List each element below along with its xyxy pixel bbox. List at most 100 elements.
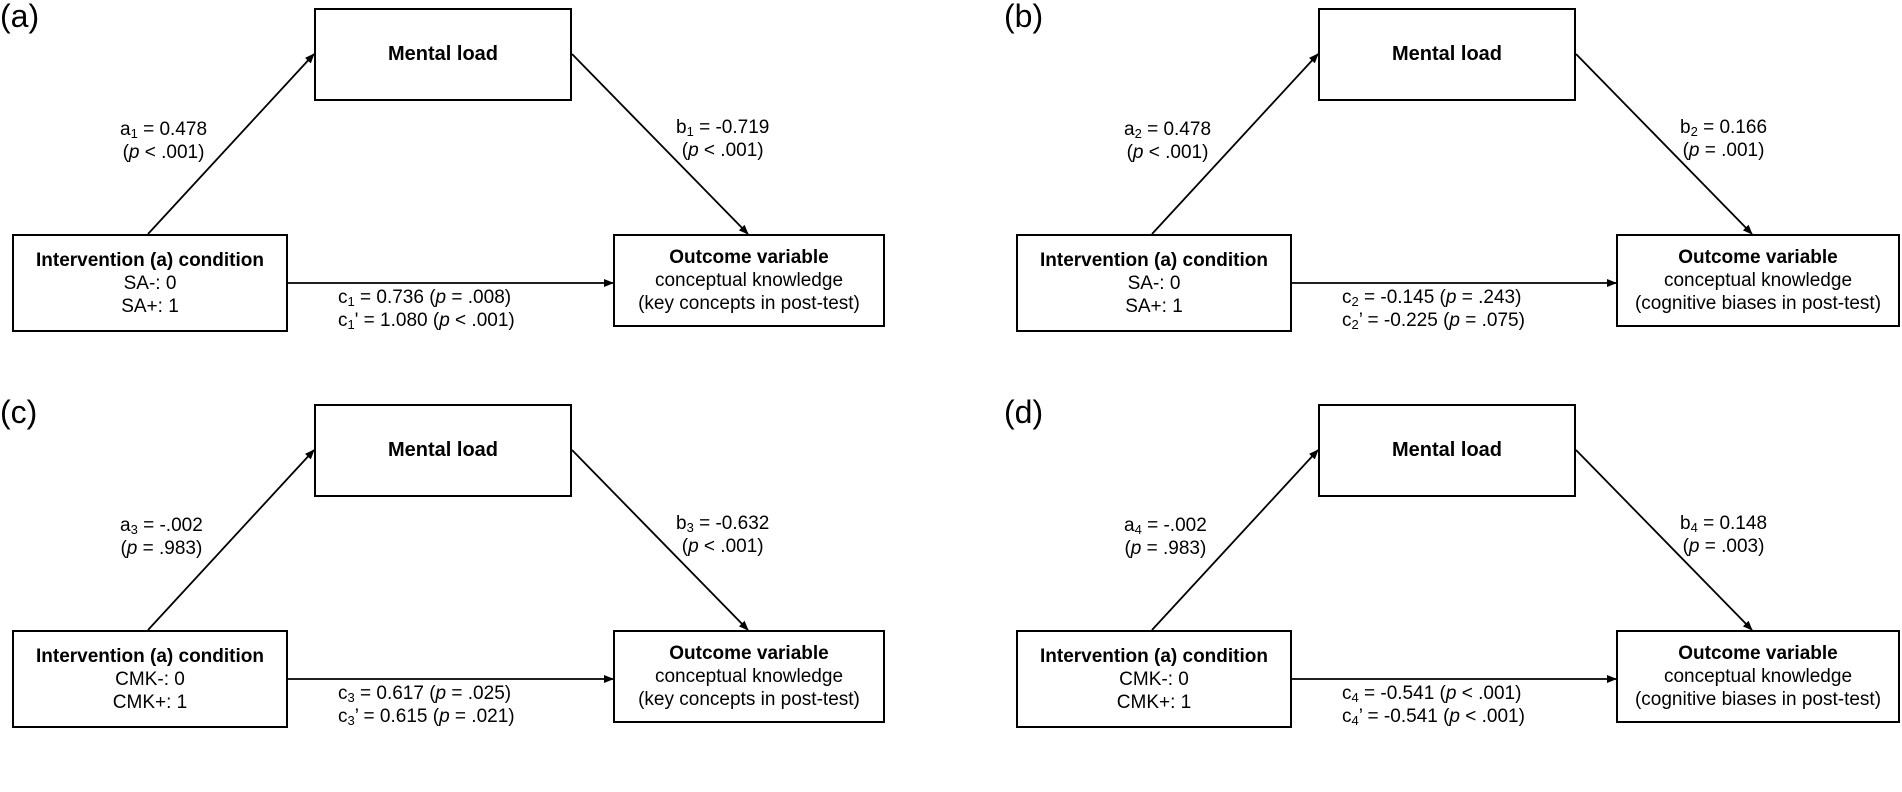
path-c-p-symbol: p <box>435 287 447 308</box>
total-effect-c: c2 = -0.145 (p = .243) <box>1342 286 1525 309</box>
path-b-value: = -0.719 <box>693 117 770 138</box>
panel-label: (c) <box>0 394 38 430</box>
path-a-p-symbol: p <box>1130 538 1142 559</box>
path-a-arrow <box>1151 449 1319 631</box>
path-c-subscript: 4 <box>1351 690 1359 705</box>
outcome-construct: conceptual knowledge <box>1663 666 1853 687</box>
path-c-prime-value: = -0.541 ( <box>1362 706 1450 727</box>
path-a-coefficient: a2 = 0.478 (p < .001) <box>1124 118 1211 164</box>
path-b-value: = 0.148 <box>1697 513 1768 534</box>
path-c-p-symbol: p <box>435 683 447 704</box>
path-b-p-symbol: p <box>688 536 699 557</box>
path-b-arrow <box>1575 449 1753 631</box>
independent-code-positive: CMK+: 1 <box>112 691 188 713</box>
path-b-subscript: 4 <box>1690 520 1698 535</box>
mediator-label: Mental load <box>387 439 498 461</box>
path-c-value: = -0.541 ( <box>1358 683 1446 704</box>
path-c-prime-p-symbol: p <box>439 310 450 331</box>
path-a-symbol: a <box>120 515 131 536</box>
path-c-prime-symbol: c <box>338 706 348 727</box>
path-c-symbol: c <box>1342 287 1352 308</box>
outcome-title: Outcome variable <box>1678 643 1838 664</box>
path-c-prime-value: = -0.225 ( <box>1362 310 1450 331</box>
path-a-subscript: 1 <box>130 126 138 141</box>
outcome-title: Outcome variable <box>669 247 829 268</box>
path-c-prime-p-value: = .075) <box>1459 310 1525 331</box>
path-b-symbol: b <box>1680 117 1691 138</box>
path-b-p-value: < .001) <box>698 536 764 557</box>
independent-code-negative: SA-: 0 <box>123 272 177 294</box>
direct-effect-c-prime: c4’ = -0.541 (p < .001) <box>1342 705 1525 728</box>
path-c-prime-subscript: 2 <box>1351 317 1359 332</box>
path-c-symbol: c <box>338 683 348 704</box>
outcome-construct: conceptual knowledge <box>1663 270 1853 291</box>
mediation-panel: (b) Mental load Intervention (a) conditi… <box>1004 0 1902 396</box>
path-c-symbol: c <box>338 287 348 308</box>
path-c-prime-value: = 1.080 ( <box>358 310 440 331</box>
path-c-prime-value: = 0.615 ( <box>358 706 440 727</box>
path-a-p-symbol: p <box>128 142 140 163</box>
path-c-prime-p-value: < .001) <box>449 310 515 331</box>
path-c-value: = -0.145 ( <box>1358 287 1446 308</box>
independent-code-positive: SA+: 1 <box>121 295 179 317</box>
independent-code-negative: CMK-: 0 <box>115 668 185 690</box>
path-a-p-symbol: p <box>1132 142 1144 163</box>
path-c-prime-p-symbol: p <box>1449 706 1460 727</box>
direct-effect-c-prime: c1' = 1.080 (p < .001) <box>338 309 515 332</box>
path-b-p-open: ( <box>1682 536 1689 557</box>
path-b-subscript: 3 <box>686 520 694 535</box>
mediator-box: Mental load <box>314 404 572 497</box>
path-c-prime-mark: ' <box>354 310 359 331</box>
path-b-p-symbol: p <box>1688 140 1700 161</box>
path-a-value: = -.002 <box>1141 515 1207 536</box>
mediator-box: Mental load <box>1318 404 1576 497</box>
outcome-variable-box: Outcome variable conceptual knowledge (k… <box>613 630 885 723</box>
outcome-measure: (cognitive biases in post-test) <box>1634 689 1882 710</box>
path-b-p-value: = .003) <box>1699 536 1765 557</box>
path-a-coefficient: a3 = -.002 (p = .983) <box>120 514 203 560</box>
path-a-p-value: < .001) <box>139 142 205 163</box>
direct-effect-c-prime: c2’ = -0.225 (p = .075) <box>1342 309 1525 332</box>
path-a-subscript: 2 <box>1134 126 1142 141</box>
path-a-value: = 0.478 <box>1141 119 1212 140</box>
path-c-p-value: = .025) <box>446 683 512 704</box>
panel-label: (a) <box>0 0 40 34</box>
total-effect-c: c4 = -0.541 (p < .001) <box>1342 682 1525 705</box>
path-a-subscript: 4 <box>1134 522 1142 537</box>
mediation-panel: (c) Mental load Intervention (a) conditi… <box>0 396 951 792</box>
mediator-box: Mental load <box>1318 8 1576 101</box>
path-c-prime-p-symbol: p <box>1449 310 1460 331</box>
path-a-value: = -.002 <box>137 515 203 536</box>
path-b-coefficient: b1 = -0.719 (p < .001) <box>676 116 769 162</box>
path-c-subscript: 3 <box>347 690 355 705</box>
independent-code-negative: SA-: 0 <box>1127 272 1181 294</box>
path-c-prime-p-value: = .021) <box>449 706 515 727</box>
outcome-variable-box: Outcome variable conceptual knowledge (c… <box>1616 630 1900 723</box>
path-c-symbol: c <box>1342 683 1352 704</box>
path-c-prime-subscript: 3 <box>347 713 355 728</box>
independent-variable-box: Intervention (a) condition CMK-: 0 CMK+:… <box>1016 630 1292 728</box>
path-b-p-value: = .001) <box>1699 140 1765 161</box>
path-b-symbol: b <box>1680 513 1691 534</box>
path-a-arrow <box>1151 53 1319 235</box>
path-b-p-value: < .001) <box>698 140 764 161</box>
total-effect-c: c1 = 0.736 (p = .008) <box>338 286 515 309</box>
independent-title: Intervention (a) condition <box>36 645 264 667</box>
path-c-p-value: < .001) <box>1456 683 1522 704</box>
panel-label: (b) <box>1004 0 1044 34</box>
total-effect-c: c3 = 0.617 (p = .025) <box>338 682 515 705</box>
path-a-arrow <box>147 53 315 235</box>
path-b-coefficient: b2 = 0.166 (p = .001) <box>1680 116 1767 162</box>
path-c-coefficients: c1 = 0.736 (p = .008) c1' = 1.080 (p < .… <box>338 286 515 332</box>
path-b-coefficient: b3 = -0.632 (p < .001) <box>676 512 769 558</box>
outcome-construct: conceptual knowledge <box>654 666 844 687</box>
path-a-symbol: a <box>1124 119 1135 140</box>
path-c-prime-mark: ’ <box>1358 706 1363 727</box>
panel-label: (d) <box>1004 394 1044 430</box>
path-a-subscript: 3 <box>130 522 138 537</box>
path-c-prime-mark: ’ <box>1358 310 1363 331</box>
independent-title: Intervention (a) condition <box>36 249 264 271</box>
outcome-measure: (cognitive biases in post-test) <box>1634 293 1882 314</box>
mediation-panel: (a) Mental load Intervention (a) conditi… <box>0 0 951 396</box>
